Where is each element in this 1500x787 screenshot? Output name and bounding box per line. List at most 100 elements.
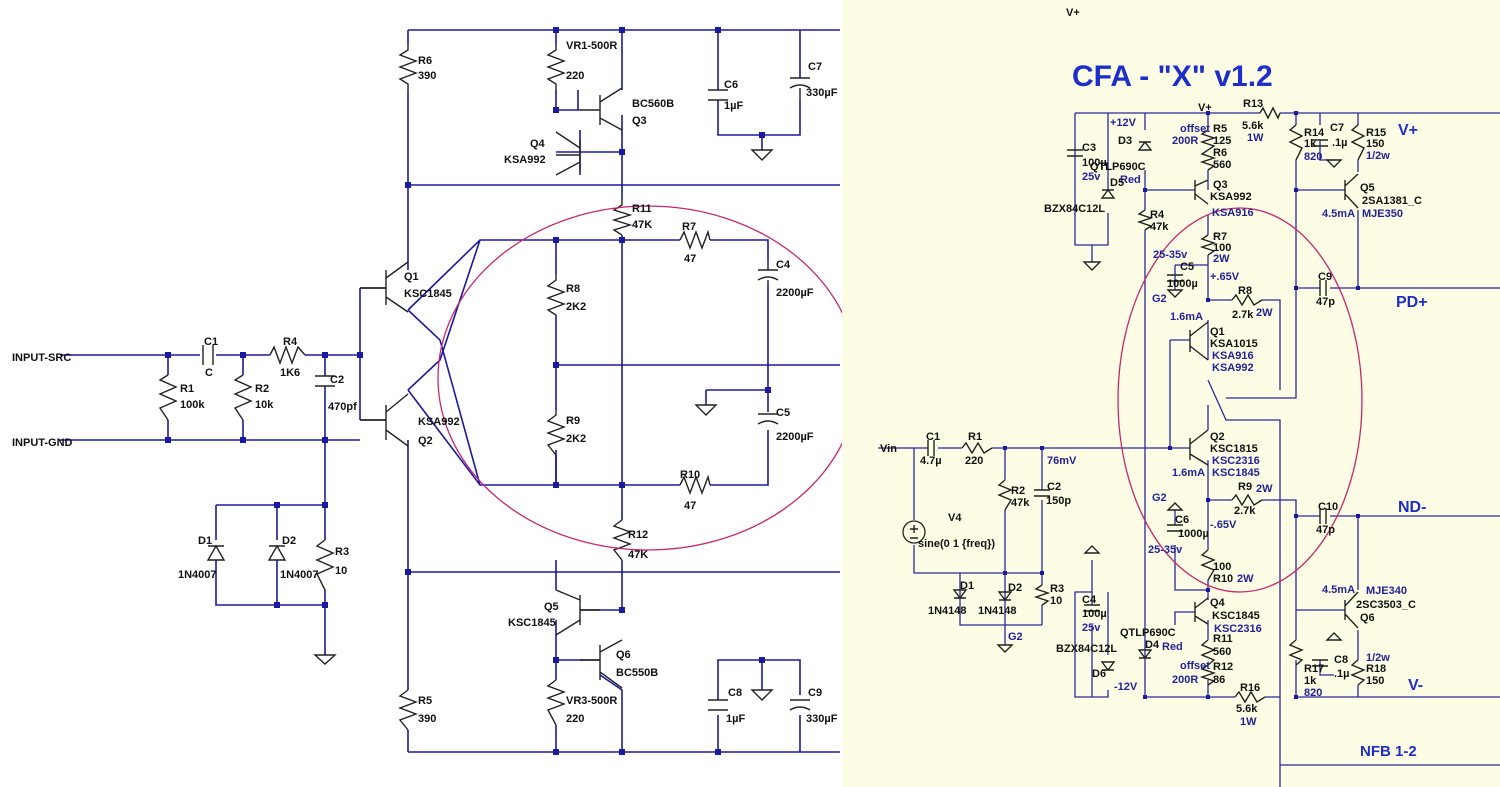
left-highlight-ellipse — [437, 205, 859, 551]
resistor-r8-symbol — [1231, 293, 1263, 307]
resistor-r2-symbol — [997, 479, 1013, 511]
label-top-vplus: V+ — [1066, 7, 1080, 19]
label-d2-part: 1N4007 — [280, 569, 319, 581]
label-c6-ref: C6 — [724, 79, 738, 91]
diode-d1-symbol — [952, 589, 968, 600]
label-c9-ref: C9 — [1318, 271, 1332, 283]
label-r1-ref: R1 — [180, 383, 194, 395]
label-d3-part: QTLP690C — [1090, 161, 1146, 173]
resistor-r13-symbol — [1259, 106, 1281, 120]
diode-d3-symbol — [1137, 140, 1153, 151]
label-c5-value: 1000µ — [1167, 278, 1198, 290]
note-offset-a: offset — [1180, 123, 1210, 135]
label-r13-power: 1W — [1247, 132, 1264, 144]
label-r2-ref: R2 — [255, 383, 269, 395]
label-r14-ref: R14 — [1304, 127, 1325, 139]
label-d4-part: QTLP690C — [1120, 627, 1176, 639]
capacitor-c2-symbol — [315, 375, 335, 387]
resistor-r17-symbol — [1288, 639, 1304, 666]
label-q5-ref: Q5 — [1360, 182, 1375, 194]
note-mv76: 76mV — [1047, 455, 1077, 467]
resistor-r6-symbol — [398, 45, 418, 90]
label-r12-value: 86 — [1213, 674, 1225, 686]
diode-d4-symbol — [1137, 649, 1153, 660]
label-r16-power: 1W — [1240, 716, 1257, 728]
transistor-q2-symbol — [1189, 429, 1209, 466]
label-r15-power: 1/2w — [1366, 150, 1390, 162]
capacitor-c5-symbol — [757, 413, 779, 425]
label-r2-ref: R2 — [1011, 485, 1025, 497]
capacitor-c4-symbol — [1084, 604, 1100, 612]
label-c7-ref: C7 — [808, 61, 822, 73]
label-r13-ref: R13 — [1243, 98, 1263, 110]
label-c1-ref: C1 — [204, 336, 218, 348]
resistor-r2-symbol — [233, 374, 253, 421]
resistor-r10-symbol — [1200, 549, 1216, 581]
label-r5-value: 390 — [418, 713, 436, 725]
label-d2-part: 1N4148 — [978, 605, 1017, 617]
label-r5-value: 125 — [1213, 135, 1231, 147]
label-c9-ref: C9 — [808, 687, 822, 699]
label-r12-value: 47K — [628, 549, 648, 561]
label-c6-value: 1000µ — [1178, 528, 1209, 540]
label-q3-part: BC560B — [632, 98, 674, 110]
label-r8-ref: R8 — [1238, 285, 1252, 297]
label-r17-value: 1k — [1304, 675, 1317, 687]
label-r8-ref: R8 — [566, 283, 580, 295]
label-q2-part: KSA992 — [418, 416, 460, 428]
label-q2-alt1: KSC2316 — [1212, 455, 1260, 467]
rail-nfb: NFB 1-2 — [1360, 743, 1417, 760]
label-r3-value: 10 — [1050, 595, 1062, 607]
label-r3-value: 10 — [335, 565, 347, 577]
label-r18-value: 150 — [1366, 675, 1384, 687]
ground-icon — [1166, 289, 1184, 298]
label-r10-value: 100 — [1213, 561, 1231, 573]
port-input-gnd: INPUT-GND — [12, 437, 73, 449]
label-r8-value: 2K2 — [566, 301, 586, 313]
label-c4-ref: C4 — [776, 259, 791, 271]
resistor-r8-symbol — [546, 275, 566, 316]
rail-pdplus: PD+ — [1396, 294, 1428, 311]
label-vr3-ref: VR3-500R — [566, 695, 617, 707]
label-q1-part: KSC1845 — [404, 288, 452, 300]
label-d2-ref: D2 — [282, 535, 296, 547]
note-2535-a: 25-35v — [1153, 249, 1188, 261]
transistor-q5-symbol — [1344, 173, 1359, 209]
label-q2-ref: Q2 — [418, 435, 433, 447]
label-c8-value: 1µF — [726, 713, 745, 725]
label-d5-part: BZX84C12L — [1044, 203, 1105, 215]
transistor-q5-symbol — [555, 589, 600, 636]
note-vplus-small: V+ — [1198, 102, 1212, 114]
resistor-r9-symbol — [1231, 493, 1263, 507]
label-q3-ref: Q3 — [632, 115, 647, 127]
resistor-r7-symbol — [1199, 234, 1217, 256]
label-r11-ref: R11 — [1213, 633, 1233, 645]
transistor-q6-symbol — [1344, 591, 1359, 629]
label-r9-ref: R9 — [566, 415, 580, 427]
ground-icon — [1325, 632, 1343, 641]
label-r9-value: 2K2 — [566, 433, 586, 445]
right-junctions — [1003, 111, 1360, 699]
label-r3-ref: R3 — [335, 546, 349, 558]
label-r7-ref: R7 — [1213, 231, 1227, 243]
label-r3-ref: R3 — [1050, 583, 1064, 595]
label-d3-ref: D3 — [1118, 135, 1132, 147]
ground-icon — [750, 149, 774, 161]
rail-ndminus: ND- — [1398, 499, 1426, 516]
resistor-r15-symbol — [1350, 124, 1366, 161]
resistor-r9-symbol — [546, 410, 566, 456]
label-q3-part: KSA992 — [1210, 191, 1252, 203]
label-c4-ref: C4 — [1082, 594, 1097, 606]
label-q2-part: KSC1815 — [1210, 443, 1258, 455]
diode-d5-symbol — [1100, 188, 1116, 199]
label-r7-value: 47 — [684, 253, 696, 265]
resistor-r4-symbol — [1136, 209, 1154, 231]
label-r4-value: 47k — [1150, 221, 1169, 233]
capacitor-c8-symbol — [708, 699, 728, 711]
label-c2-ref: C2 — [330, 374, 344, 386]
transistor-q4-symbol — [1194, 597, 1209, 625]
rail-vminus: V- — [1408, 677, 1423, 694]
capacitor-c7-symbol — [1312, 139, 1328, 147]
label-c2-value: 150p — [1046, 495, 1071, 507]
note-ma45-b: 4.5mA — [1322, 584, 1355, 596]
